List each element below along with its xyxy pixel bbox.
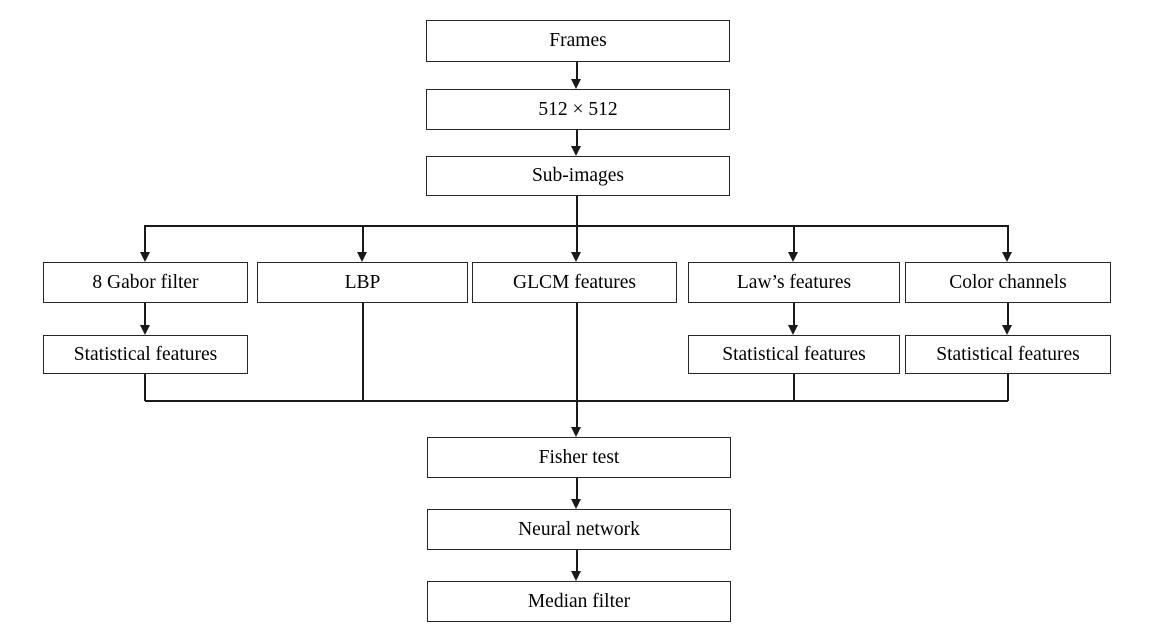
- node-statistical-features-laws: Statistical features: [688, 335, 900, 374]
- edge-statgabor-merge: [144, 374, 146, 401]
- arrowhead-branch-lbp: [357, 252, 367, 262]
- node-gabor-filter: 8 Gabor filter: [43, 262, 248, 303]
- edge-statlaws-merge: [793, 374, 795, 401]
- arrowhead-neural-median: [571, 571, 581, 581]
- arrowhead-merge-fisher: [571, 427, 581, 437]
- edge-gabor-stat: [144, 303, 146, 327]
- node-fisher-test: Fisher test: [427, 437, 731, 478]
- arrowhead-laws-stat: [788, 325, 798, 335]
- arrowhead-branch-color: [1002, 252, 1012, 262]
- arrowhead-branch-glcm: [571, 252, 581, 262]
- arrowhead-resize-subimages: [571, 146, 581, 156]
- arrowhead-branch-gabor: [140, 252, 150, 262]
- edge-branch-gabor: [144, 225, 146, 254]
- node-neural-network: Neural network: [427, 509, 731, 550]
- node-laws-features: Law’s features: [688, 262, 900, 303]
- edge-branch-glcm: [576, 225, 578, 254]
- edge-statcolor-merge: [1007, 374, 1009, 401]
- edge-resize-subimages: [576, 130, 578, 147]
- edge-lbp-merge: [362, 303, 364, 401]
- node-glcm-features: GLCM features: [472, 262, 677, 303]
- node-512x512: 512 × 512: [426, 89, 730, 130]
- edge-frames-resize: [576, 62, 578, 80]
- node-lbp: LBP: [257, 262, 468, 303]
- arrowhead-gabor-stat: [140, 325, 150, 335]
- node-sub-images: Sub-images: [426, 156, 730, 196]
- edge-branch-lbp: [362, 225, 364, 254]
- node-statistical-features-color: Statistical features: [905, 335, 1111, 374]
- arrowhead-frames-resize: [571, 79, 581, 89]
- edge-branch-color: [1007, 225, 1009, 254]
- node-frames: Frames: [426, 20, 730, 62]
- edge-laws-stat: [793, 303, 795, 327]
- edge-fisher-neural: [576, 478, 578, 501]
- arrowhead-color-stat: [1002, 325, 1012, 335]
- node-color-channels: Color channels: [905, 262, 1111, 303]
- edge-color-stat: [1007, 303, 1009, 327]
- arrowhead-branch-laws: [788, 252, 798, 262]
- merge-rail: [145, 400, 1008, 402]
- node-median-filter: Median filter: [427, 581, 731, 622]
- edge-subimages-branch: [576, 196, 578, 226]
- arrowhead-fisher-neural: [571, 499, 581, 509]
- edge-branch-laws: [793, 225, 795, 254]
- edge-glcm-merge: [576, 303, 578, 428]
- node-statistical-features-gabor: Statistical features: [43, 335, 248, 374]
- edge-neural-median: [576, 550, 578, 573]
